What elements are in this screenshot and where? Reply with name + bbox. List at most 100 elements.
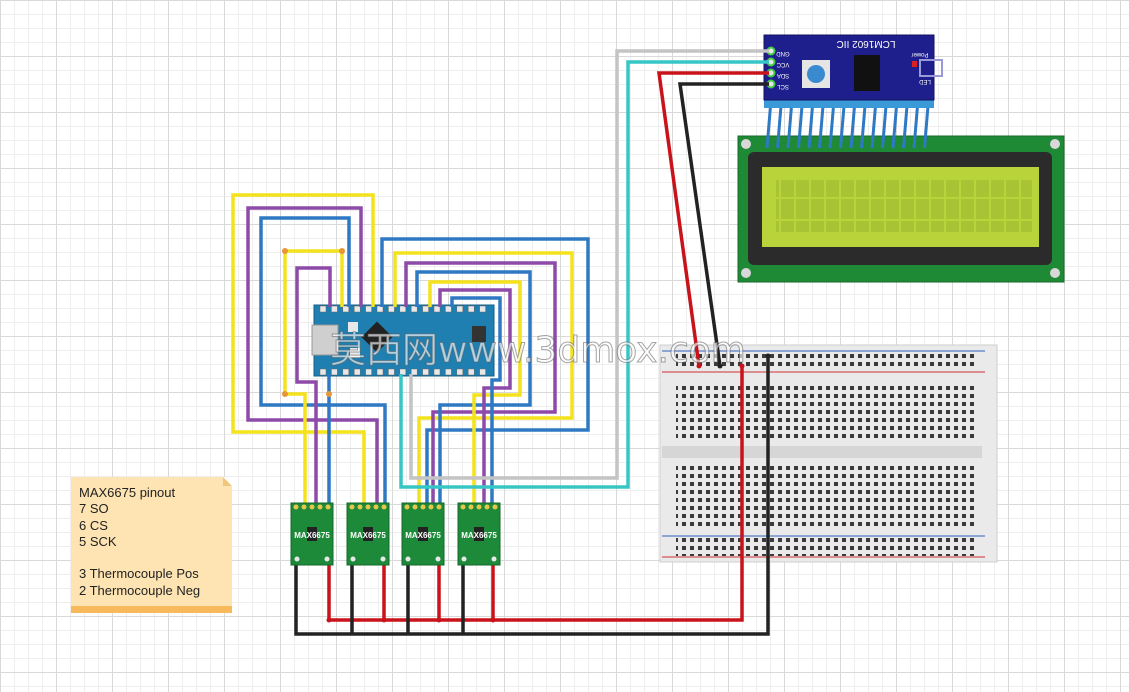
nano-pin-top [388, 305, 395, 313]
max6675-board: MAX6675 [346, 502, 390, 566]
pin-label-sda: SDA [777, 72, 789, 78]
reset-button [472, 326, 486, 342]
wire-red-sensor-bus [327, 366, 744, 622]
header-strip [764, 98, 934, 108]
sensor-pin [381, 504, 387, 510]
max6675-label: MAX6675 [294, 531, 330, 540]
nano-pin-top [422, 305, 429, 313]
breadboard-lower-terminal [676, 464, 976, 526]
i2c-header-pins [764, 98, 934, 149]
wire-end-dots [282, 248, 771, 623]
sensor-chip [363, 527, 373, 541]
wire-yellow-inner-left [283, 249, 344, 505]
nano-pin-bottom [456, 368, 464, 376]
sensor-pin [484, 504, 490, 510]
max6675-board: MAX6675 [457, 502, 501, 566]
sensor-pin [293, 504, 299, 510]
sensor-pin [436, 504, 442, 510]
watermark: 莫西网www.3dmox.com [330, 330, 746, 371]
nano-pin-bottom [319, 368, 327, 376]
nano-pin-bottom [388, 368, 395, 376]
breadboard-upper-terminal [676, 383, 976, 441]
note-line: 5 SCK [79, 533, 117, 549]
sensor-pin [373, 504, 379, 510]
nano-pin-top [353, 305, 361, 313]
sensor-pin [309, 504, 315, 510]
nano-pin-top [456, 305, 464, 313]
wire-purple-right-1 [404, 261, 557, 505]
sensor-pin [492, 504, 498, 510]
wire-yellow-outer-left [231, 193, 375, 505]
nano-pin-bottom [467, 368, 475, 376]
sensor-pin [317, 504, 323, 510]
nano-pin-top [467, 305, 475, 313]
note-line: 6 CS [79, 517, 108, 533]
nano-pin-bottom [422, 368, 429, 376]
sensor-pin [476, 504, 482, 510]
wire-blue-right-3 [450, 296, 502, 505]
wire-gray-scl [409, 49, 769, 480]
nano-pin-top [342, 305, 350, 313]
i2c-chip [854, 55, 880, 91]
sensor-pin [412, 504, 418, 510]
nano-pin-top [376, 305, 384, 313]
microcontroller-chip [361, 321, 393, 353]
note-line: 7 SO [79, 501, 109, 517]
max6675-label: MAX6675 [405, 531, 441, 540]
i2c-backpack: LCM1602 IIC Power LED SCL SDA VCC GND [763, 34, 943, 101]
nano-pin-top [479, 305, 486, 313]
usb-connector [311, 324, 339, 356]
sensor-pin [460, 504, 466, 510]
led-jumper [919, 59, 943, 77]
nano-pin-bottom [331, 368, 338, 376]
wire-purple-right-2 [438, 288, 512, 505]
note-line: 2 Thermocouple Neg [79, 582, 201, 598]
sensor-chip [307, 527, 317, 541]
max6675-label: MAX6675 [461, 531, 497, 540]
wire-blue-right-outer [380, 237, 590, 505]
max6675-board: MAX6675 [290, 502, 334, 566]
breadboard-bottom-rail [676, 538, 976, 556]
sensor-chip [474, 527, 484, 541]
nano-pin-top [410, 305, 418, 313]
pin-label-gnd: GND [776, 50, 790, 56]
wire-cyan-sda [399, 60, 769, 489]
max6675-board: MAX6675 [401, 502, 445, 566]
nano-pin-top [331, 305, 338, 313]
breadboard [659, 344, 998, 563]
led-label: LED [918, 78, 930, 84]
nano-pin-bottom [479, 368, 486, 376]
nano-pin-bottom [433, 368, 441, 376]
contrast-potentiometer [807, 65, 825, 83]
power-label: Power [911, 51, 928, 57]
pin-label-scl: SCL [777, 83, 789, 89]
sensor-pin [365, 504, 371, 510]
sensor-pin [428, 504, 434, 510]
nano-pin-bottom [399, 368, 407, 376]
wire-black-sensor-bus [294, 356, 770, 636]
nano-pin-bottom [410, 368, 418, 376]
note-line: MAX6675 pinout [79, 485, 176, 500]
wire-blue-right-2 [415, 270, 532, 505]
sensor-pin [325, 504, 331, 510]
nano-pin-bottom [376, 368, 384, 376]
nano-pin-top [445, 305, 452, 313]
wire-yellow-right-1 [393, 251, 574, 505]
wire-red-vcc [656, 71, 769, 367]
nano-pin-bottom [365, 368, 372, 376]
sensor-pin [301, 504, 307, 510]
nano-pin-top [399, 305, 407, 313]
sensor-pin [357, 504, 363, 510]
wire-purple-left-1 [246, 206, 379, 505]
nano-pin-bottom [353, 368, 361, 376]
nano-pin-top [433, 305, 441, 313]
nano-pin-top [365, 305, 372, 313]
max6675-label: MAX6675 [350, 531, 386, 540]
note-line [79, 550, 224, 566]
pin-label-vcc: VCC [776, 61, 789, 67]
sensor-pin [468, 504, 474, 510]
wire-purple-inner-left [295, 266, 332, 505]
nano-pin-top [319, 305, 327, 313]
lcd-display [737, 135, 1065, 283]
